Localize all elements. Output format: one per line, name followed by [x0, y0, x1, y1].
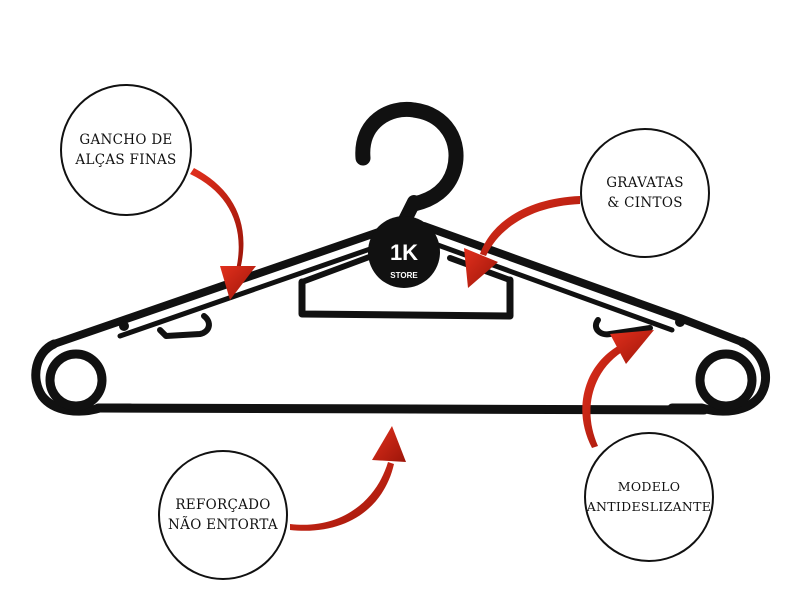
arrow-reinforced — [290, 426, 406, 531]
arrow-hook-thin-straps — [190, 168, 256, 300]
callout-ties-belts: GRAVATAS & CINTOS — [580, 128, 710, 258]
callout-label: GANCHO DE ALÇAS FINAS — [75, 130, 176, 170]
callout-hook-thin-straps: GANCHO DE ALÇAS FINAS — [60, 84, 192, 216]
arrow-anti-slip — [582, 330, 654, 448]
callout-label: MODELO ANTIDESLIZANTE — [587, 477, 712, 517]
callout-line: GANCHO DE — [79, 132, 173, 148]
callout-line: & CINTOS — [607, 195, 683, 211]
callout-line: ALÇAS FINAS — [75, 152, 177, 168]
arrow-ties-belts — [464, 196, 580, 288]
callout-line: REFORÇADO — [175, 497, 271, 513]
callout-reinforced: REFORÇADO NÃO ENTORTA — [158, 450, 288, 580]
callout-label: REFORÇADO NÃO ENTORTA — [168, 495, 278, 535]
hanger-hook — [355, 101, 464, 212]
callout-line: ANTIDESLIZANTE — [586, 499, 712, 514]
hanger-bottom-bar — [93, 403, 709, 415]
hanger-right-ring — [695, 349, 757, 411]
hanger-left-arm — [50, 222, 400, 348]
callout-line: GRAVATAS — [606, 175, 684, 191]
strap-hook-right — [592, 317, 653, 338]
strap-hook-left — [157, 313, 212, 339]
hanger-inner-frame — [298, 276, 514, 320]
callout-line: NÃO ENTORTA — [168, 517, 278, 533]
hanger-right-end — [667, 337, 771, 416]
callout-line: MODELO — [617, 479, 681, 494]
logo-disc — [368, 216, 440, 288]
callout-anti-slip: MODELO ANTIDESLIZANTE — [584, 432, 714, 562]
hanger-left-end — [31, 339, 135, 416]
logo-sub: STORE — [390, 271, 418, 280]
callout-label: GRAVATAS & CINTOS — [606, 173, 684, 213]
logo-main: 1K — [390, 240, 418, 265]
hanger-left-ring — [45, 349, 107, 411]
